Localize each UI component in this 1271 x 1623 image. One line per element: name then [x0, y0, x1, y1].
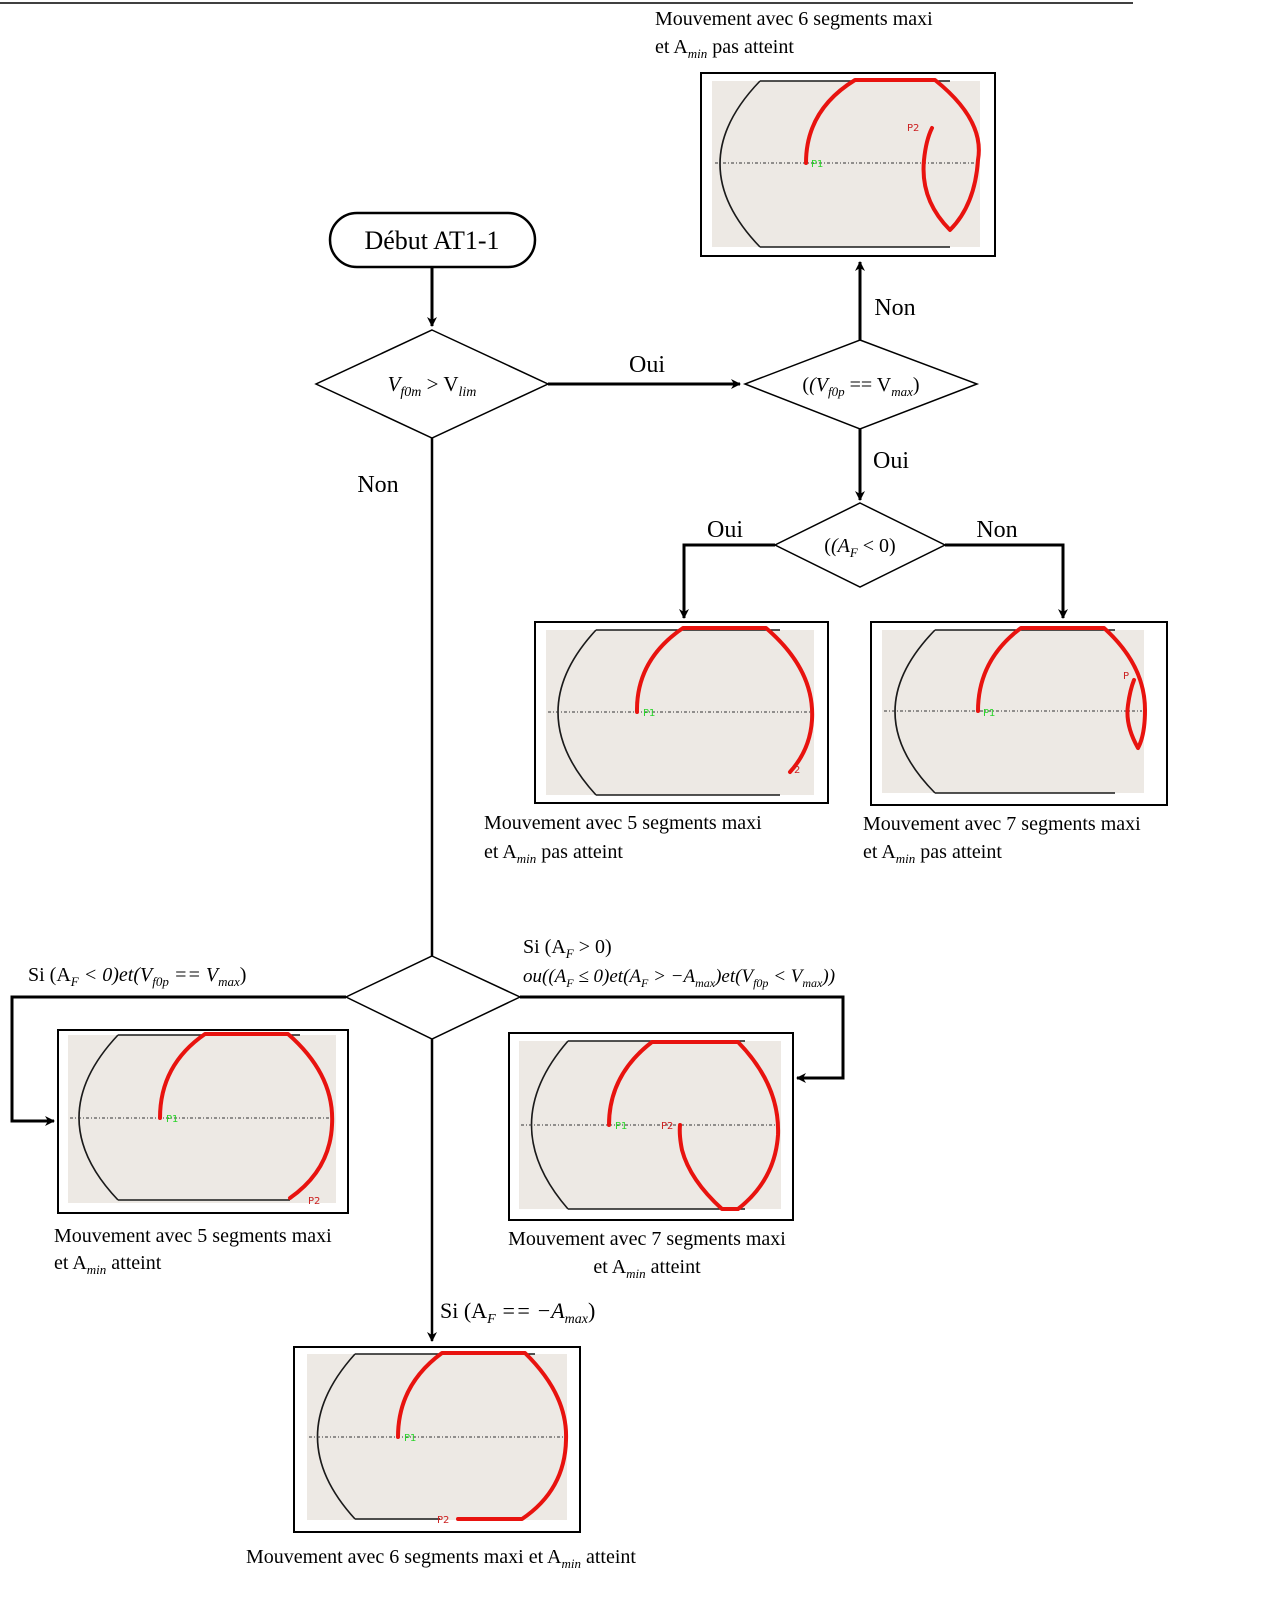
p1-label: P1 — [166, 1114, 178, 1125]
edge-d4-right-label-line2: ou((AF ≤ 0)et(AF > −Amax)et(Vf0p < Vmax)… — [523, 966, 835, 990]
caption-top-line2: et Amin pas atteint — [655, 36, 794, 61]
start-node-label: Début AT1-1 — [364, 226, 499, 255]
p2-label: P2 — [907, 123, 919, 134]
d2-label-op: == V — [845, 374, 892, 396]
edge-d3-no-label: Non — [976, 517, 1017, 543]
p2-label: P2 — [437, 1515, 449, 1526]
d2-label-close: ) — [913, 374, 920, 396]
d1-label-sub2: lim — [459, 385, 477, 400]
caption-low-left-line1: Mouvement avec 5 segments maxi — [54, 1225, 332, 1247]
result-bottom-6seg: P1 P2 — [293, 1346, 581, 1533]
svg-text:((Vf0p == Vmax): ((Vf0p == Vmax) — [802, 374, 919, 399]
decision-vf0m-gt-vlim: Vf0m > Vlim — [314, 329, 550, 439]
d2-label-sub2: max — [891, 384, 913, 399]
d1-label-v: V — [388, 372, 403, 396]
edge-d3-no — [945, 543, 1068, 619]
p1-label: P1 — [643, 708, 655, 719]
edge-d1-no-label: Non — [357, 472, 398, 498]
d3-label-sub: F — [849, 545, 859, 560]
caption-mid-left-line1: Mouvement avec 5 segments maxi — [484, 812, 762, 834]
caption-mid-left-line2: et Amin pas atteint — [484, 841, 623, 866]
edge-d3-yes — [679, 543, 775, 619]
d1-label-op: > V — [421, 372, 458, 396]
d2-label-sub1: f0p — [828, 384, 845, 399]
caption-low-left-line2: et Amin atteint — [54, 1252, 162, 1277]
d2-label-v: (V — [809, 374, 831, 396]
p1-label: P1 — [983, 708, 995, 719]
caption-mid-right-line2: et Amin pas atteint — [863, 841, 1002, 866]
svg-text:Vf0m > Vlim: Vf0m > Vlim — [388, 372, 477, 400]
d1-label-sub1: f0m — [400, 385, 421, 400]
start-node: Début AT1-1 — [328, 211, 537, 269]
result-mid-right-7seg: P1 P — [870, 621, 1168, 806]
svg-text:((AF < 0): ((AF < 0) — [824, 535, 895, 560]
p1-label: P1 — [811, 159, 823, 170]
p2-partial-label: P — [1123, 671, 1129, 682]
caption-mid-right-line1: Mouvement avec 7 segments maxi — [863, 813, 1141, 835]
edge-d3-yes-label: Oui — [707, 517, 743, 543]
p1-label: P1 — [615, 1121, 627, 1132]
d3-label-a: (A — [831, 535, 851, 557]
decision-af-lt-0: ((AF < 0) — [773, 502, 947, 588]
p2-label: P2 — [308, 1196, 320, 1207]
edge-d4-down-label: Si (AF == −Amax) — [440, 1298, 595, 1327]
edge-d4-left-label: Si (AF < 0)et(Vf0p == Vmax) — [28, 964, 246, 989]
result-top-6seg: P1 P2 — [700, 72, 996, 257]
p2-cut-label: 2 — [794, 765, 800, 776]
caption-low-right-line2: et Amin atteint — [593, 1256, 701, 1281]
edge-d1-yes-label: Oui — [629, 352, 665, 378]
edge-d4-right — [520, 995, 845, 1083]
p1-label: P1 — [404, 1433, 416, 1444]
caption-top-line1: Mouvement avec 6 segments maxi — [655, 8, 933, 30]
edge-d2-no-label: Non — [874, 295, 915, 321]
p2-label: P2 — [661, 1121, 673, 1132]
caption-low-right-line1: Mouvement avec 7 segments maxi — [508, 1228, 786, 1250]
result-low-right-7seg: P1 P2 — [508, 1032, 794, 1221]
decision-final — [344, 955, 522, 1040]
result-low-left-5seg: P1 P2 — [57, 1029, 349, 1214]
caption-bottom: Mouvement avec 6 segments maxi et Amin a… — [246, 1546, 636, 1571]
edge-d4-right-label-line1: Si (AF > 0) — [523, 936, 612, 961]
edge-d4-left — [10, 995, 346, 1126]
decision-vf0p-eq-vmax: ((Vf0p == Vmax) — [742, 339, 980, 430]
result-mid-left-5seg: P1 2 — [534, 621, 829, 804]
edge-d2-yes-label: Oui — [873, 448, 909, 474]
d3-label-rest: < 0) — [858, 535, 896, 557]
